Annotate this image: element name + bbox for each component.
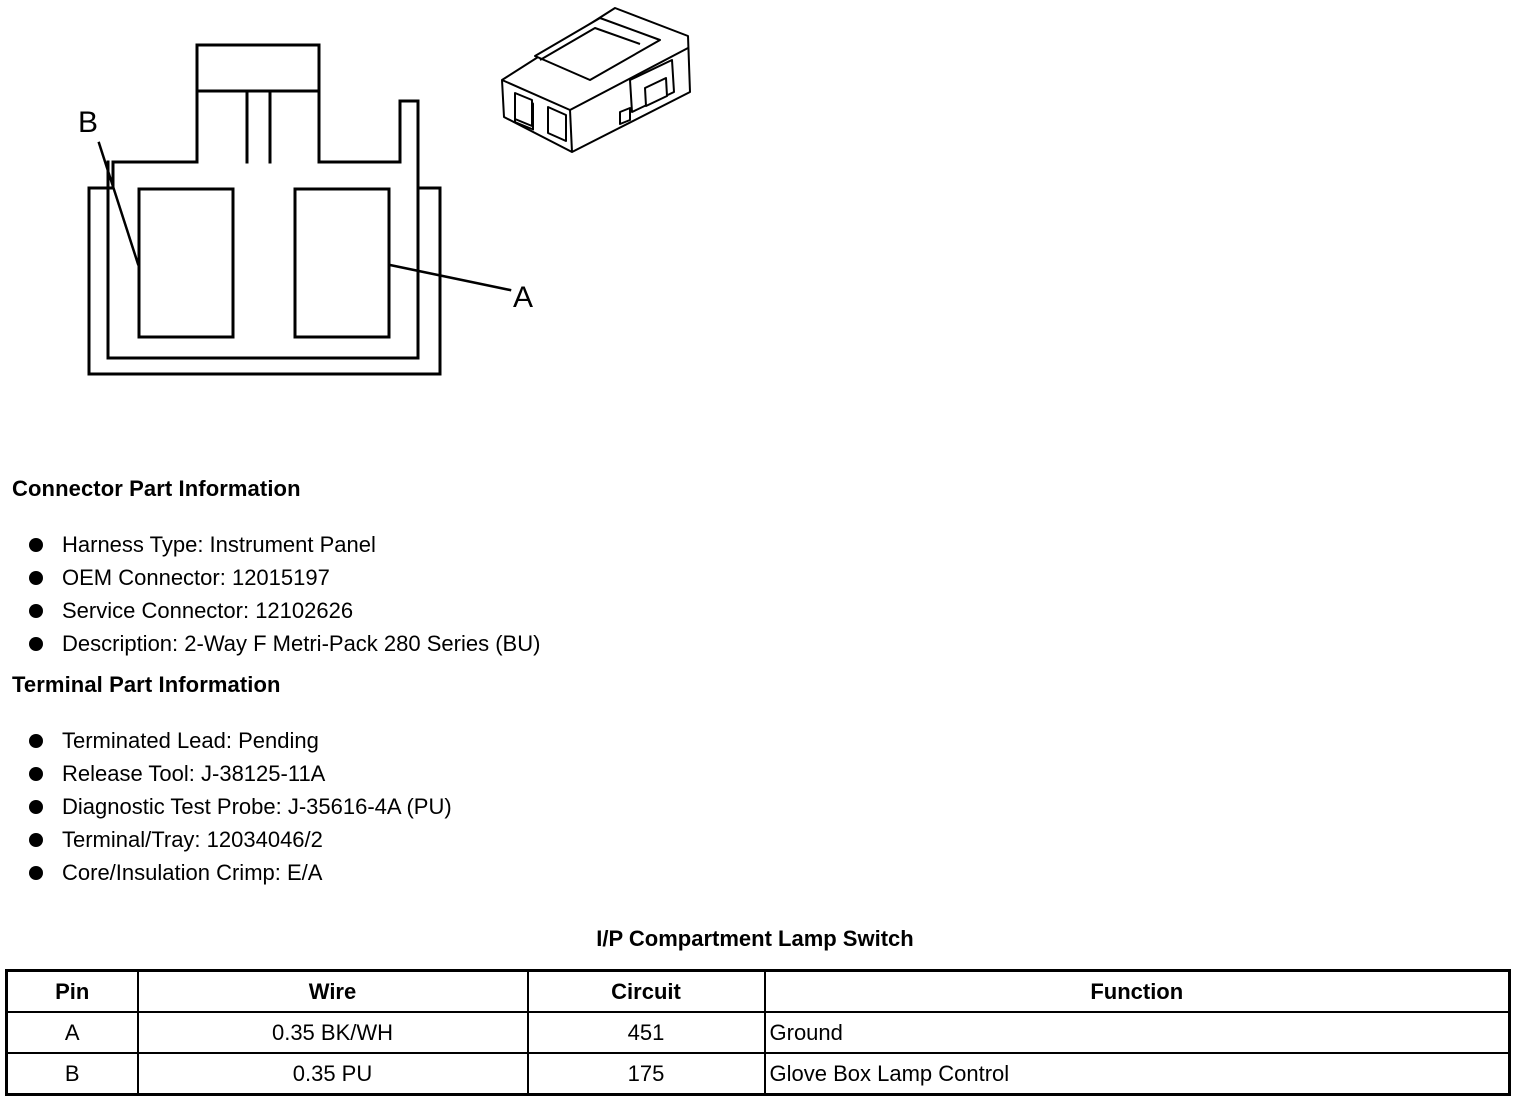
list-item: Diagnostic Test Probe: J-35616-4A (PU) [26,790,452,823]
column-header-wire: Wire [136,969,529,1013]
table-header-row: Pin Wire Circuit Function [5,969,1511,1013]
bullet-icon [29,866,43,880]
pin-label-b: B [78,106,98,139]
circuit-cell: 451 [526,1011,766,1054]
list-item-text: Service Connector: 12102626 [62,598,354,623]
terminal-info-list: Terminated Lead: Pending Release Tool: J… [26,724,452,889]
bullet-icon [29,637,43,651]
list-item-text: Terminal/Tray: 12034046/2 [62,827,323,852]
list-item: Terminal/Tray: 12034046/2 [26,823,452,856]
connector-info-title: Connector Part Information [12,476,301,501]
column-header-pin: Pin [5,969,139,1013]
function-cell: Ground [763,1011,1511,1054]
bullet-icon [29,538,43,552]
bullet-icon [29,571,43,585]
list-item-text: Release Tool: J-38125-11A [62,761,326,786]
terminal-cavity-a [293,187,391,339]
bullet-icon [29,734,43,748]
column-header-circuit: Circuit [526,969,766,1013]
connector-3d-illustration [501,7,691,153]
connector-housing-outline [87,43,442,376]
bullet-icon [29,833,43,847]
function-cell: Glove Box Lamp Control [763,1052,1511,1096]
terminal-info-title: Terminal Part Information [12,672,281,697]
wire-cell: 0.35 PU [136,1052,529,1096]
connector-inner-outline [106,160,420,360]
list-item-text: Core/Insulation Crimp: E/A [62,860,323,885]
leader-line-a [388,263,512,292]
pin-cell: A [5,1011,139,1054]
list-item: Description: 2-Way F Metri-Pack 280 Seri… [26,627,540,660]
list-item: Core/Insulation Crimp: E/A [26,856,452,889]
connector-diagram: B A [78,7,691,376]
terminal-cavity-b [137,187,235,339]
list-item-text: Diagnostic Test Probe: J-35616-4A (PU) [62,794,452,819]
column-header-function: Function [763,969,1511,1013]
pin-table: Pin Wire Circuit Function A 0.35 BK/WH 4… [5,969,1511,1096]
list-item: Terminated Lead: Pending [26,724,452,757]
bullet-icon [29,604,43,618]
list-item: Release Tool: J-38125-11A [26,757,452,790]
list-item-text: Terminated Lead: Pending [62,728,319,753]
leader-line-b [97,141,140,266]
table-row: A 0.35 BK/WH 451 Ground [5,1011,1511,1054]
wire-cell: 0.35 BK/WH [136,1011,529,1054]
list-item: OEM Connector: 12015197 [26,561,540,594]
list-item: Harness Type: Instrument Panel [26,528,540,561]
list-item-text: OEM Connector: 12015197 [62,565,330,590]
circuit-cell: 175 [526,1052,766,1096]
pin-label-a: A [513,281,533,314]
list-item: Service Connector: 12102626 [26,594,540,627]
table-row: B 0.35 PU 175 Glove Box Lamp Control [5,1052,1511,1096]
table-title: I/P Compartment Lamp Switch [596,926,914,951]
connector-info-list: Harness Type: Instrument Panel OEM Conne… [26,528,540,660]
pin-cell: B [5,1052,139,1096]
list-item-text: Harness Type: Instrument Panel [62,532,376,557]
list-item-text: Description: 2-Way F Metri-Pack 280 Seri… [62,631,541,656]
bullet-icon [29,800,43,814]
bullet-icon [29,767,43,781]
